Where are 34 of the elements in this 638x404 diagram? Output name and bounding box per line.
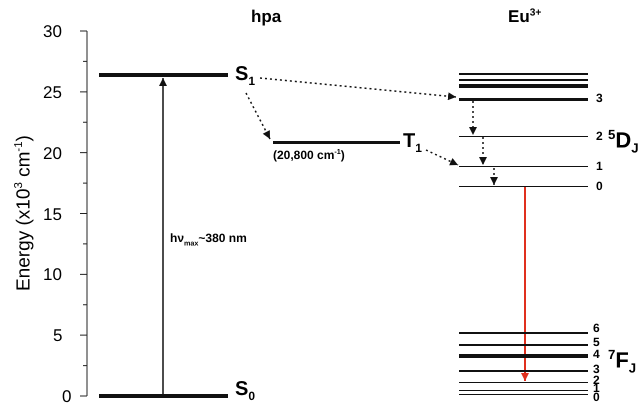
arrow bbox=[490, 168, 498, 185]
tick-label: 15 bbox=[43, 206, 62, 223]
level-label: 0 bbox=[596, 180, 603, 192]
level-label: 0 bbox=[593, 390, 600, 402]
level-label: T$_{1}$ bbox=[403, 130, 422, 154]
tick-label: 20 bbox=[43, 145, 62, 162]
arrow bbox=[469, 101, 477, 135]
arrow bbox=[426, 149, 458, 166]
tick-label: 10 bbox=[43, 266, 62, 283]
level-label: 5 bbox=[593, 336, 600, 348]
tick-label: 5 bbox=[53, 327, 62, 344]
section-title: hpa bbox=[251, 8, 282, 25]
section-title: Eu$^{3+}$ bbox=[508, 8, 542, 25]
level-label: 3 bbox=[596, 92, 603, 104]
level-label: 2 bbox=[593, 374, 600, 386]
level-label: 3 bbox=[593, 363, 600, 375]
level-label: S$_{0}$ bbox=[235, 379, 256, 402]
tick-label: 0 bbox=[62, 388, 72, 404]
edge-label: hν$_{max}$~380 nm bbox=[170, 232, 247, 247]
level-label: S$_{1}$ bbox=[235, 64, 256, 87]
level-label: 4 bbox=[593, 348, 600, 360]
tick-label: 30 bbox=[43, 23, 62, 40]
term-symbol: $^{5}$D$_{J}$ bbox=[608, 128, 638, 155]
level-label: 1 bbox=[596, 160, 603, 172]
energy-value-label: (20,800 cm$^{-1}$) bbox=[273, 148, 345, 160]
term-symbol: $^{7}$F$_{J}$ bbox=[608, 348, 636, 375]
arrow bbox=[159, 78, 167, 394]
arrow bbox=[245, 92, 271, 140]
arrow bbox=[521, 187, 529, 381]
tick-label: 25 bbox=[43, 84, 62, 101]
arrow bbox=[260, 77, 456, 100]
arrow bbox=[479, 137, 487, 165]
level-label: 2 bbox=[596, 130, 603, 142]
level-label: 6 bbox=[593, 322, 600, 334]
